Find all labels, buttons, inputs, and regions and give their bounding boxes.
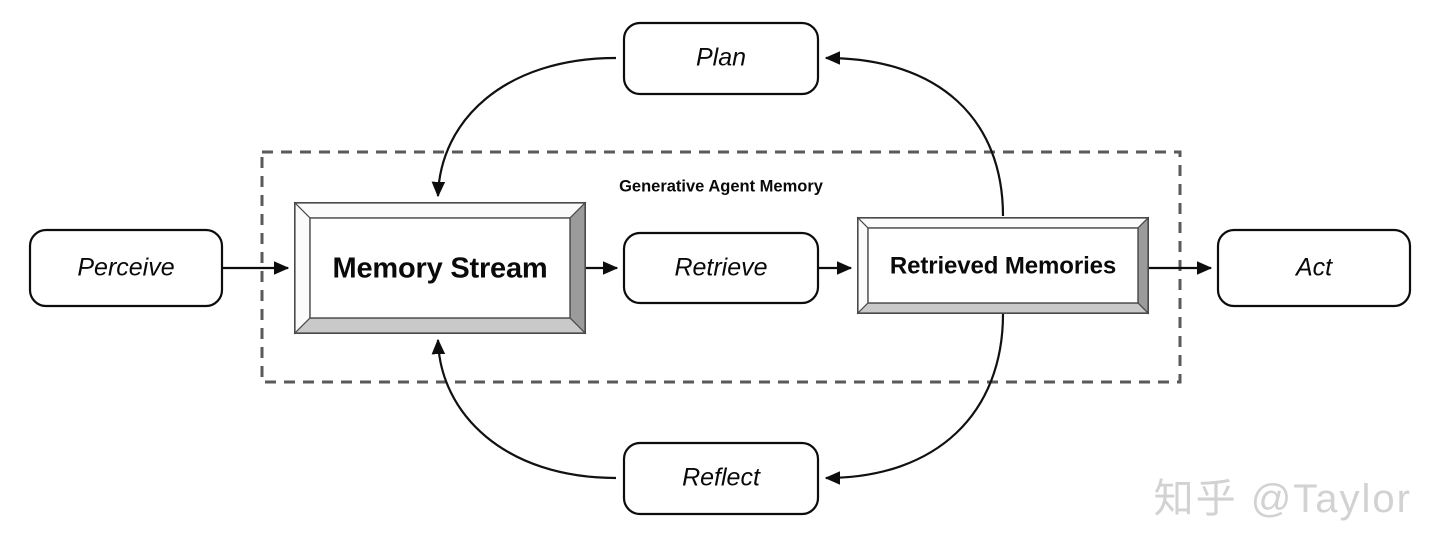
edge-reflect-to-memory-stream [431, 338, 617, 480]
act-box[interactable] [1216, 228, 1412, 308]
plan-box[interactable] [622, 21, 820, 96]
plan-label: Plan [696, 44, 746, 72]
retrieved-memories-bevel-bottom [856, 302, 1150, 314]
edge-retrieved-memories-to-plan [824, 51, 1005, 217]
node-reflect[interactable]: Reflect [622, 441, 820, 516]
perceive-label: Perceive [77, 254, 174, 282]
retrieved-memories-bevel-left [857, 216, 869, 315]
group-title-label: Generative Agent Memory [619, 177, 824, 195]
retrieve-label: Retrieve [674, 254, 767, 282]
memory-stream-inner-face [309, 217, 571, 319]
retrieved-memories-inner-face [867, 227, 1139, 304]
retrieved-memories-bevel-top [856, 217, 1150, 229]
watermark-text: 知乎 @Taylor [1153, 477, 1412, 521]
node-act[interactable]: Act [1216, 228, 1412, 308]
reflect-box[interactable] [622, 441, 820, 516]
retrieve-box[interactable] [622, 231, 820, 305]
reflect-label: Reflect [682, 464, 761, 492]
retrieved-memories-label: Retrieved Memories [890, 252, 1116, 279]
memory-stream-bevel-top [293, 202, 587, 219]
node-memory-stream[interactable]: Memory Stream [293, 201, 587, 335]
edge-retrieved-memories-to-reflect [824, 313, 1005, 485]
node-perceive[interactable]: Perceive [28, 228, 224, 308]
memory-stream-label: Memory Stream [333, 253, 548, 285]
edge-plan-to-memory-stream [431, 56, 617, 198]
node-plan[interactable]: Plan [622, 21, 820, 96]
perceive-box[interactable] [28, 228, 224, 308]
retrieved-memories-bevel-right [1137, 216, 1149, 315]
node-retrieve[interactable]: Retrieve [622, 231, 820, 305]
memory-stream-bevel-left [294, 201, 311, 335]
memory-stream-bevel-bottom [293, 317, 587, 334]
act-label: Act [1294, 254, 1333, 282]
node-retrieved-memories[interactable]: Retrieved Memories [856, 216, 1150, 315]
memory-stream-bevel-right [569, 201, 586, 335]
